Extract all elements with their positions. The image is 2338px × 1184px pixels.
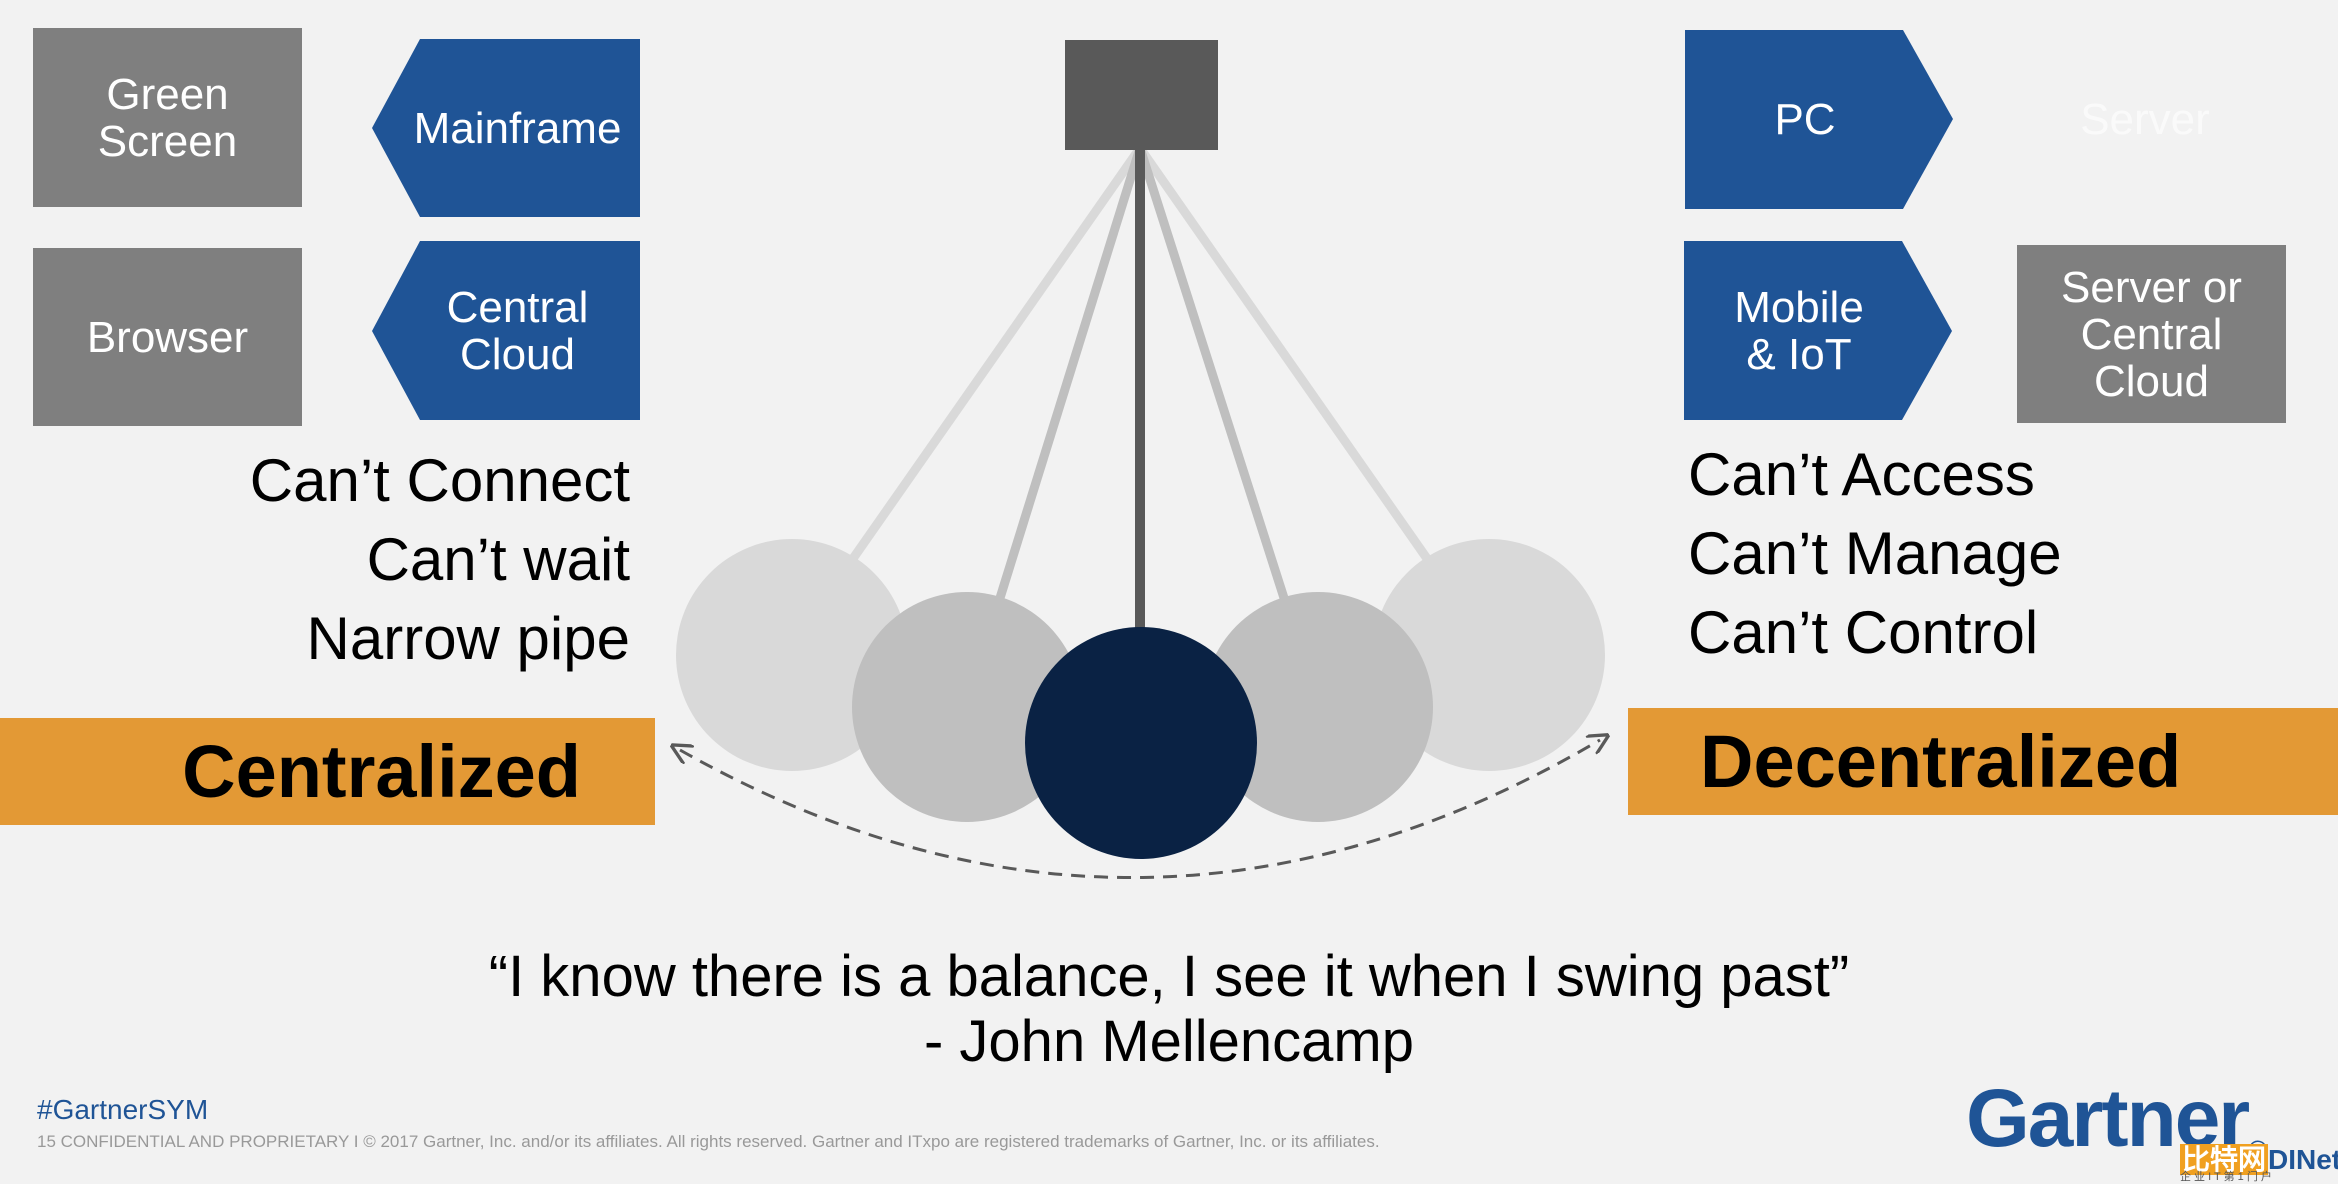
label-mainframe: Mainframe <box>413 103 622 153</box>
pendulum-ghost-ball-far-left <box>676 539 908 771</box>
label-pc: PC <box>1774 95 1836 144</box>
blue-shape-mainframe <box>372 39 640 217</box>
blue-shape-mobile-iot <box>1684 241 1952 420</box>
label-mobile-iot: Mobile & IoT <box>1734 282 1864 379</box>
problem-cant-control: Can’t Control <box>1688 599 2039 666</box>
watermark: 比特网DINet <box>2180 1138 2338 1178</box>
problem-cant-wait: Can’t wait <box>366 526 630 593</box>
watermark-part2: DINet <box>2268 1144 2338 1175</box>
bar-centralized-label: Centralized <box>182 730 581 813</box>
problem-cant-manage: Can’t Manage <box>1688 520 2062 587</box>
blue-shape-pc <box>1685 30 1953 209</box>
label-central-cloud: Central Cloud <box>446 282 589 379</box>
quote-attribution: - John Mellencamp <box>924 1009 1414 1074</box>
problem-narrow-pipe: Narrow pipe <box>306 605 630 672</box>
problem-cant-access: Can’t Access <box>1688 441 2035 508</box>
watermark-part1: 比特网 <box>2180 1144 2269 1175</box>
swing-arrow <box>680 740 1600 879</box>
label-server-faded: Server <box>2080 95 2210 144</box>
hashtag: #GartnerSYM <box>37 1094 209 1125</box>
problem-cant-connect: Can’t Connect <box>249 447 630 514</box>
pendulum-arm-far-left <box>848 145 1144 563</box>
pendulum-arm-near-left <box>995 146 1145 600</box>
pendulum-arm-near-right <box>1135 146 1289 600</box>
pendulum-ghost-ball-near-right <box>1203 592 1433 822</box>
pendulum-arm-far-right <box>1136 145 1432 563</box>
pendulum-ball <box>1025 627 1257 859</box>
blue-shape-central-cloud <box>372 241 640 420</box>
quote-line: “I know there is a balance, I see it whe… <box>488 944 1850 1009</box>
pendulum-pivot-block <box>1065 40 1218 150</box>
pendulum-ghost-ball-near-left <box>852 592 1082 822</box>
gray-box-server-central-cloud: Server or Central Cloud <box>2017 245 2286 423</box>
bar-decentralized-label: Decentralized <box>1700 720 2182 803</box>
problem-list-right: Can’t Access Can’t Manage Can’t Control <box>1688 435 2188 672</box>
bar-decentralized: Decentralized <box>1628 708 2338 815</box>
gray-box-green-screen: Green Screen <box>33 28 302 207</box>
bar-centralized: Centralized <box>0 718 655 825</box>
copyright-notice: 15 CONFIDENTIAL AND PROPRIETARY I © 2017… <box>37 1132 1380 1151</box>
watermark-subtitle: 企 业 I T 第 1 门 户 <box>2180 1171 2272 1183</box>
problem-list-left: Can’t Connect Can’t wait Narrow pipe <box>180 441 630 678</box>
gray-box-browser: Browser <box>33 248 302 426</box>
